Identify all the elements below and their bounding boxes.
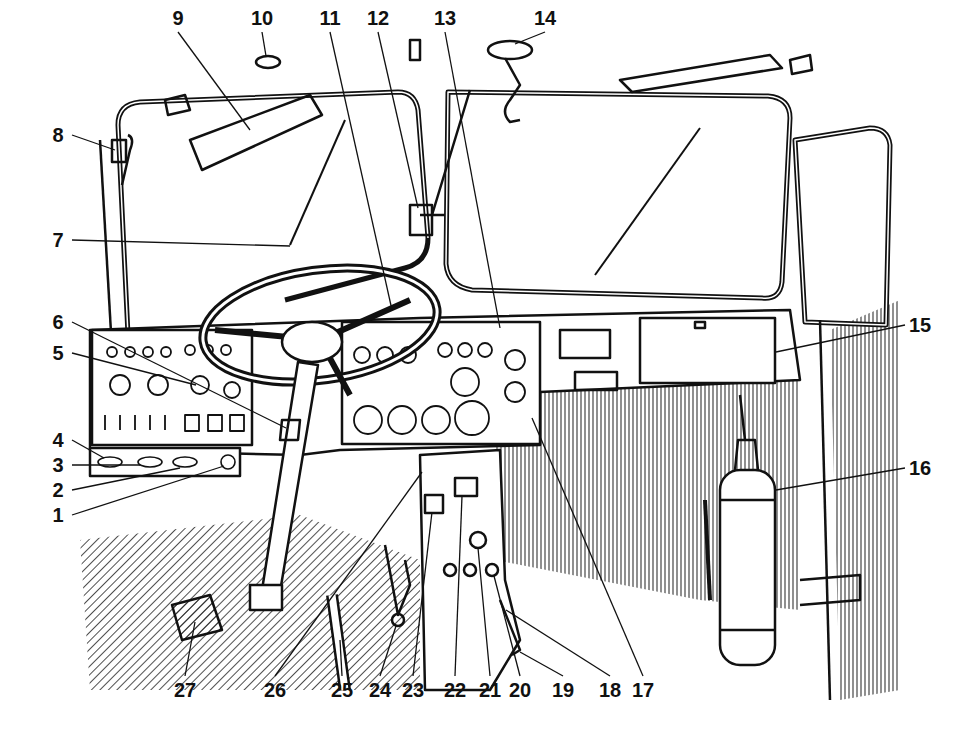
callout-number: 26 — [264, 680, 286, 700]
callout-number: 16 — [909, 458, 931, 478]
callout-number: 8 — [52, 125, 63, 145]
callout-number: 18 — [599, 680, 621, 700]
callout-number: 21 — [479, 680, 501, 700]
callout-number: 23 — [402, 680, 424, 700]
callout-number: 10 — [251, 8, 273, 28]
callout-number: 5 — [52, 343, 63, 363]
callout-number: 22 — [444, 680, 466, 700]
callout-number: 15 — [909, 315, 931, 335]
callout-number: 13 — [434, 8, 456, 28]
callout-number: 2 — [52, 480, 63, 500]
callout-number: 9 — [172, 8, 183, 28]
callout-number: 24 — [369, 680, 391, 700]
callout-number: 14 — [534, 8, 556, 28]
callout-number: 17 — [632, 680, 654, 700]
callout-number: 1 — [52, 505, 63, 525]
callout-number: 6 — [52, 312, 63, 332]
callout-number: 7 — [52, 230, 63, 250]
callout-number: 11 — [319, 8, 340, 28]
callout-number: 27 — [174, 680, 196, 700]
callout-number: 20 — [509, 680, 531, 700]
callout-number: 25 — [331, 680, 353, 700]
callout-number: 3 — [52, 455, 63, 475]
callout-number: 19 — [552, 680, 574, 700]
callout-number: 4 — [52, 430, 63, 450]
callout-number: 12 — [367, 8, 389, 28]
